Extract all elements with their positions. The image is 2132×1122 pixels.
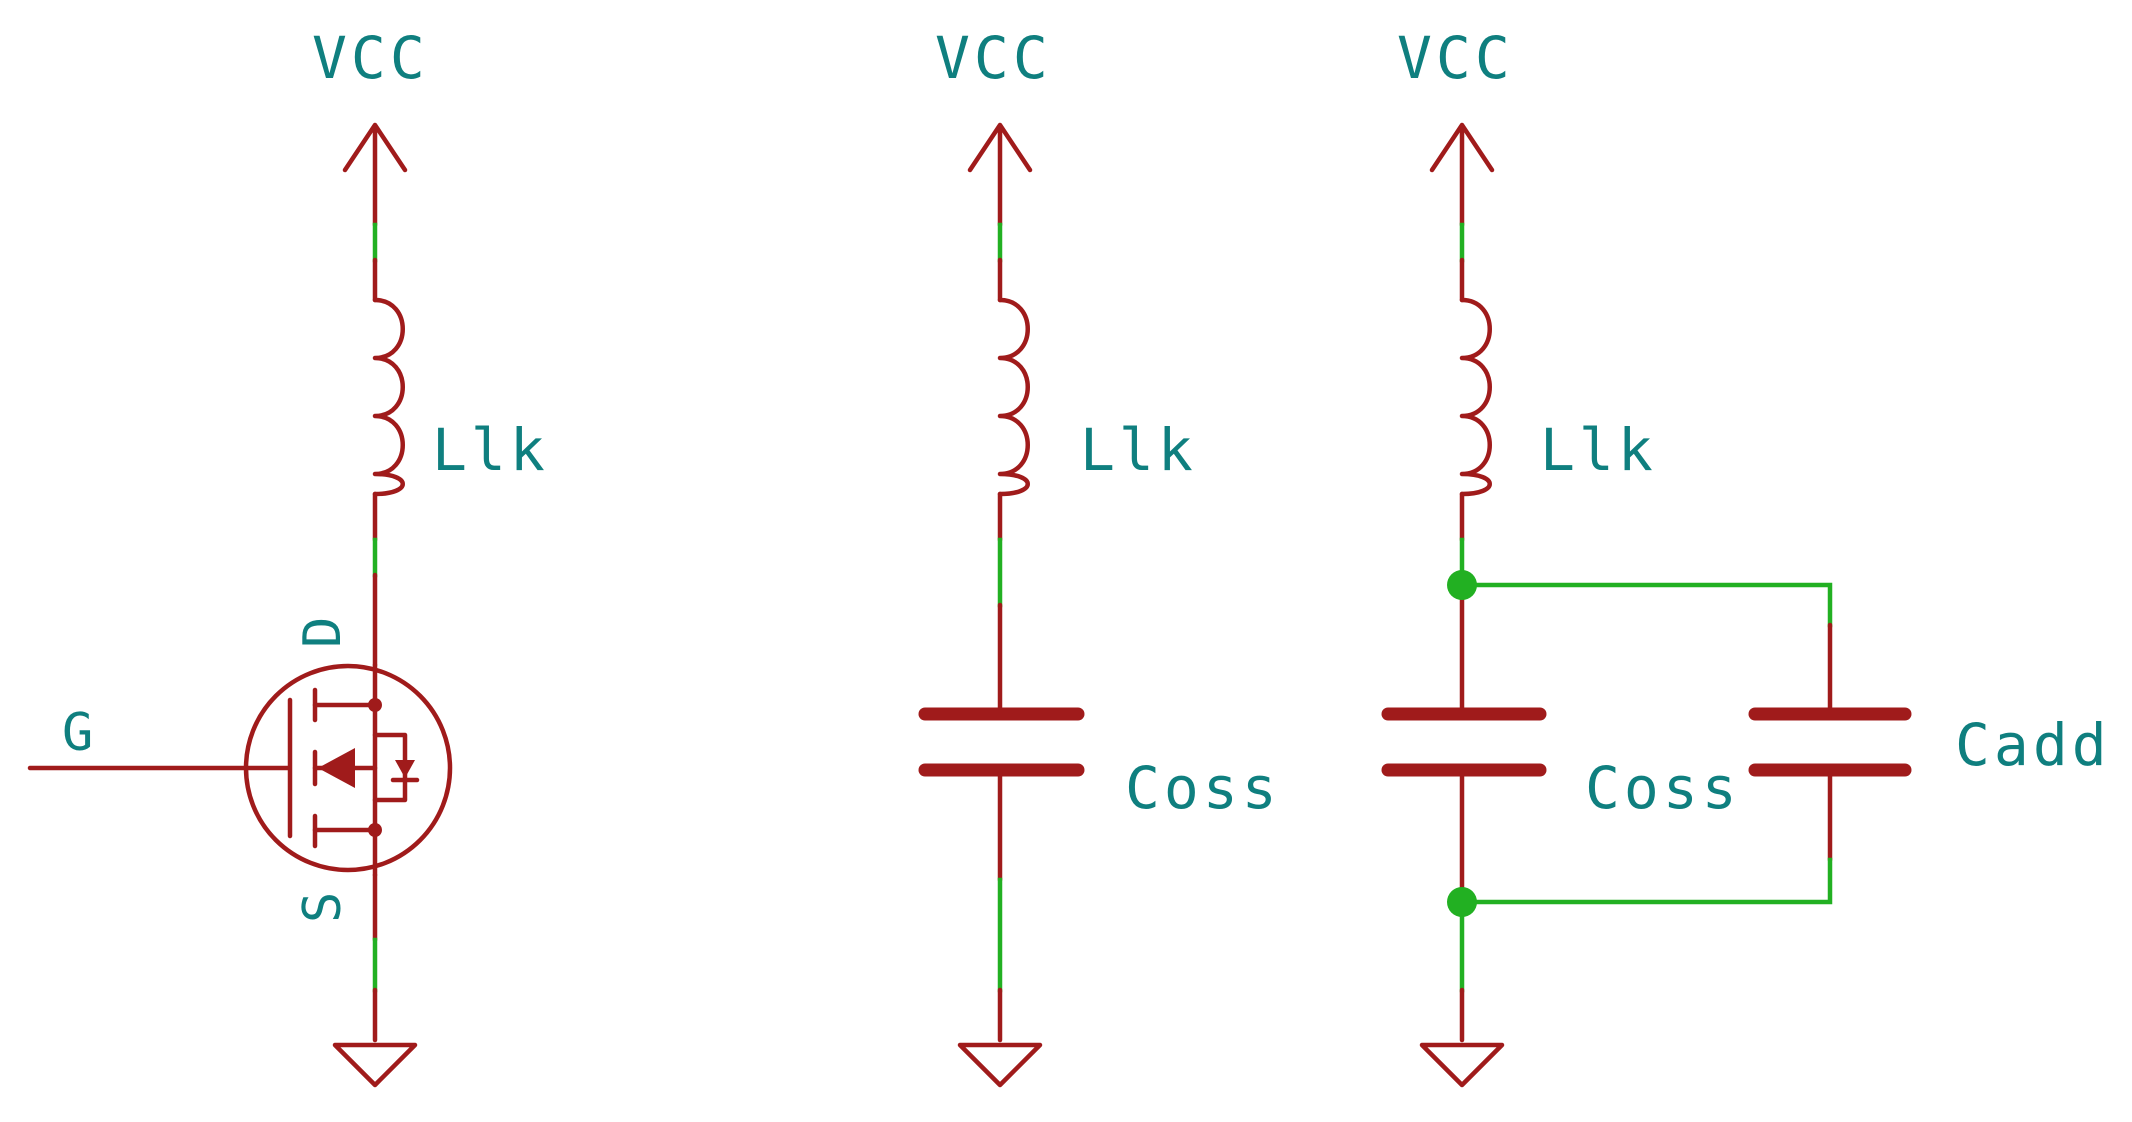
capacitor-symbol-cadd-3: [1748, 707, 1912, 777]
capacitor-label-cadd-3: Cadd: [1955, 711, 2111, 779]
vcc-arrow-symbol-1: [342, 122, 408, 228]
wire-top-node-3: [1459, 537, 1833, 628]
vcc-label-2: VCC: [935, 24, 1052, 92]
capacitor-symbol-coss-2: [918, 707, 1085, 777]
junction-dot-bottom: [1447, 887, 1477, 917]
capacitor-label-coss-3: Coss: [1585, 754, 1741, 822]
capacitor-symbol-coss-3: [1381, 707, 1547, 777]
junction-dot-top: [1447, 570, 1477, 600]
inductor-symbol-2: [997, 297, 1030, 497]
vcc-label-1: VCC: [312, 24, 429, 92]
wire-bottom-node-3: [1459, 857, 1833, 993]
ground-symbol-2: [957, 1042, 1043, 1088]
inductor-label-2: Llk: [1080, 416, 1197, 484]
inductor-symbol-1: [372, 297, 405, 497]
inductor-label-1: Llk: [432, 416, 549, 484]
mosfet-symbol: [27, 662, 453, 878]
vcc-arrow-symbol-2: [967, 122, 1033, 228]
ground-symbol-3: [1419, 1042, 1505, 1088]
vcc-label-3: VCC: [1397, 24, 1514, 92]
circuit-coss-cadd: VCC Llk Coss Cadd: [1381, 24, 2111, 1088]
ground-symbol-1: [332, 1042, 418, 1088]
circuit-coss: VCC Llk Coss: [918, 24, 1281, 1088]
inductor-symbol-3: [1459, 297, 1492, 497]
pin-label-gate: G: [62, 703, 93, 763]
circuit-mosfet: VCC Llk D G S: [27, 24, 549, 1088]
inductor-label-3: Llk: [1540, 416, 1657, 484]
capacitor-label-2: Coss: [1125, 754, 1281, 822]
pin-label-drain: D: [293, 617, 353, 648]
vcc-arrow-symbol-3: [1429, 122, 1495, 228]
pin-label-source: S: [293, 892, 353, 923]
